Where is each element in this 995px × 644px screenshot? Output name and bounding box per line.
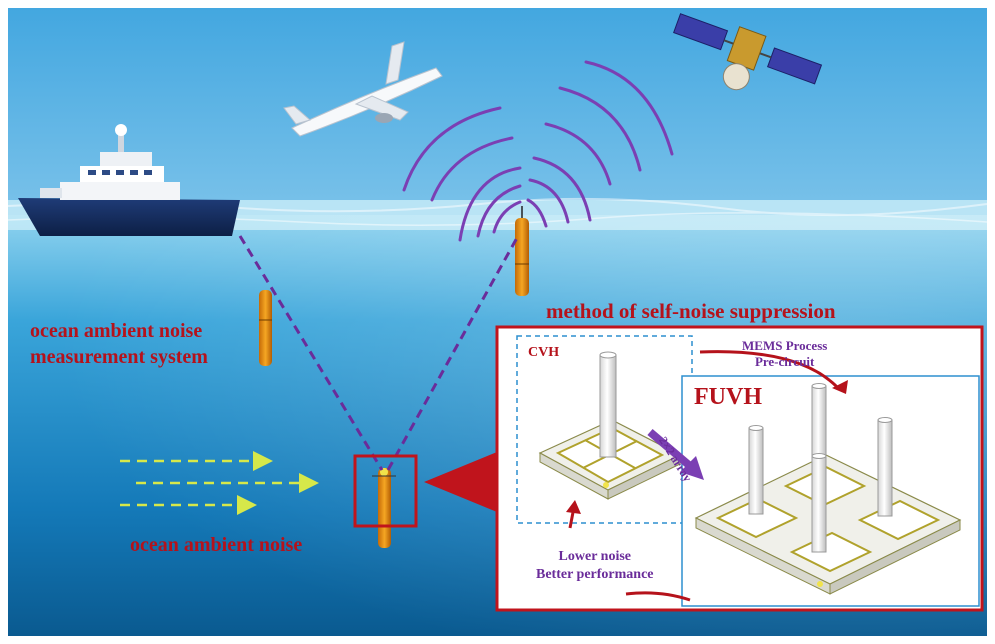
curve-arrow [699,350,840,390]
curve-arrow-head [832,380,848,394]
system-label-line2: measurement system [30,346,208,368]
fuvh-structure-icon [694,383,962,595]
lower-noise-label: Lower noise Better performance [536,548,654,584]
zoom-box [353,454,418,528]
communication-link [238,235,520,471]
cvh-label: CVH [528,345,560,360]
array-arrow-head [680,456,704,480]
lower-noise-line2: Better performance [536,567,654,582]
signal-waves [402,60,674,242]
mems-label-line2: Pre-circuit [754,354,815,369]
hydrophone-icon [259,290,272,366]
cvh-box [516,335,693,524]
ship-icon [18,124,240,236]
ambient-noise-label: ocean ambient noise [130,534,303,556]
method-title: method of self-noise suppression [546,299,836,323]
tail-curve [625,591,691,602]
zoom-pointer [424,452,497,512]
lower-noise-line1: Lower noise [558,549,631,564]
airplane-icon [283,41,443,137]
up-arrow-head [566,500,581,514]
mems-label-line1: MEMS Process [742,338,828,353]
fuvh-label: FUVH [694,384,762,410]
system-label-line1: ocean ambient noise [30,320,203,342]
noise-arrows [120,451,319,515]
buoy-icon [515,206,529,296]
mems-label: MEMS Process Pre-circuit [742,338,827,370]
satellite-icon [673,13,823,91]
system-label: ocean ambient noise measurement system [30,318,208,370]
array-arrow [647,428,693,470]
